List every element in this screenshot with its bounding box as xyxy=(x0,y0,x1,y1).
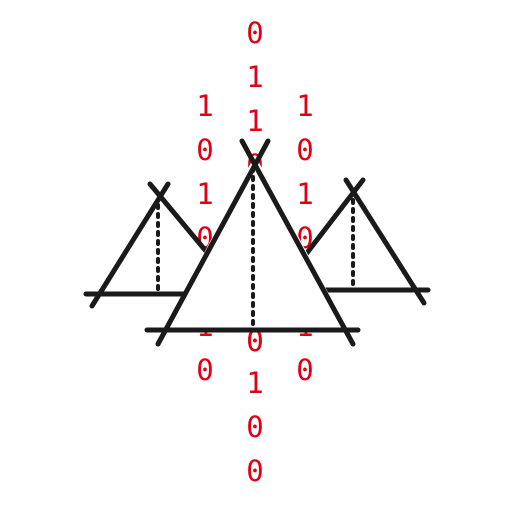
digit-left-0: 1 xyxy=(196,89,213,123)
binary-digits: 1 0 1 0 1 0 0 1 1 0 1 0 0 0 0 1 0 0 1 0 … xyxy=(196,16,313,488)
digit-center-10: 0 xyxy=(246,410,263,444)
digit-center-0: 0 xyxy=(246,16,263,50)
digit-center-2: 1 xyxy=(246,104,263,138)
left-tent-side-left xyxy=(89,181,171,309)
digit-center-11: 0 xyxy=(246,454,263,488)
right-tent-side-right xyxy=(343,177,427,306)
digit-left-5: 0 xyxy=(196,353,213,387)
digit-center-1: 1 xyxy=(246,60,263,94)
right-tent xyxy=(297,177,431,306)
digit-right-5: 0 xyxy=(296,353,313,387)
digit-right-0: 1 xyxy=(296,89,313,123)
digit-right-2: 1 xyxy=(296,177,313,211)
digit-left-1: 0 xyxy=(196,133,213,167)
center-tent-side-left xyxy=(155,138,271,347)
digit-left-2: 1 xyxy=(196,177,213,211)
digit-center-9: 1 xyxy=(246,366,263,400)
left-tent xyxy=(83,181,218,309)
center-tent-side-right xyxy=(239,138,356,347)
left-tent-side-right xyxy=(147,181,218,265)
digit-right-1: 0 xyxy=(296,133,313,167)
center-tent xyxy=(144,138,361,347)
